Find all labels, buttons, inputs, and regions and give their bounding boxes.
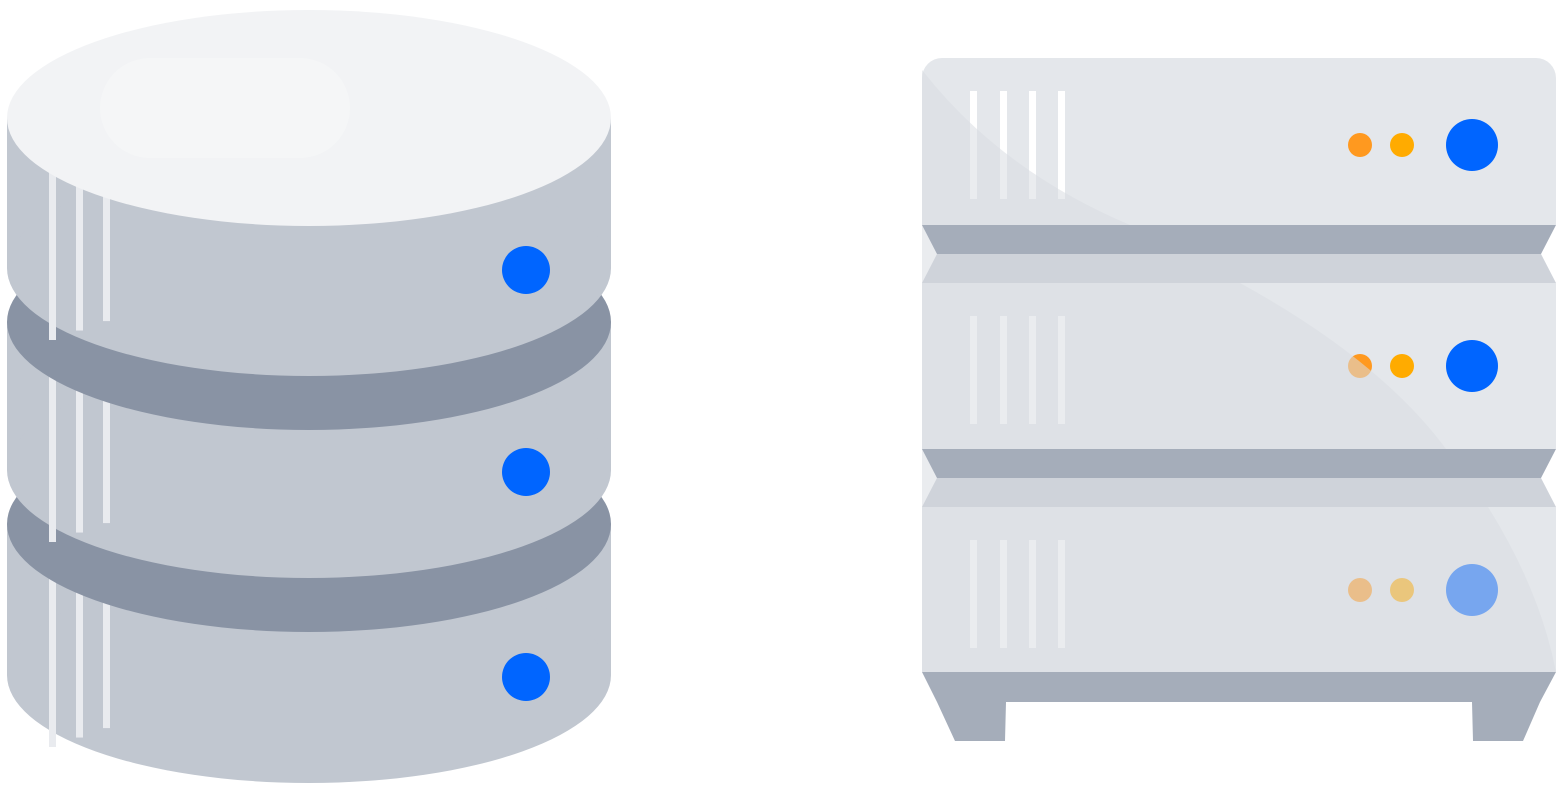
stripe (76, 362, 83, 533)
stripe (76, 158, 83, 331)
ledge-dark (922, 449, 1556, 478)
ledge-dark (922, 225, 1556, 254)
vent-slot (1029, 91, 1036, 199)
layer-bottom (7, 362, 611, 578)
server-rack-icon (922, 58, 1556, 741)
layer-bottom (7, 567, 611, 783)
vent-slot (1058, 91, 1065, 199)
database-icon (7, 10, 611, 783)
stripe (103, 362, 110, 524)
layer-bottom (7, 160, 611, 376)
status-light-icon (502, 653, 550, 701)
vent-slot (1000, 91, 1007, 199)
stripe (76, 564, 83, 738)
stripe (49, 564, 56, 747)
status-light-icon (1348, 133, 1372, 157)
stripe (49, 158, 56, 340)
status-light-icon (1390, 133, 1414, 157)
power-light-icon (1446, 340, 1498, 392)
ledge-light (922, 478, 1556, 507)
stripe (103, 564, 110, 729)
power-light-icon (1446, 119, 1498, 171)
status-light-icon (502, 448, 550, 496)
stripe (103, 158, 110, 322)
status-light-icon (502, 246, 550, 294)
status-light-icon (1390, 354, 1414, 378)
server-base (922, 672, 1556, 741)
database-layer (7, 10, 611, 376)
highlight (100, 58, 350, 158)
shading (922, 70, 1556, 672)
stripe (49, 362, 56, 542)
ledge-light (922, 254, 1556, 283)
